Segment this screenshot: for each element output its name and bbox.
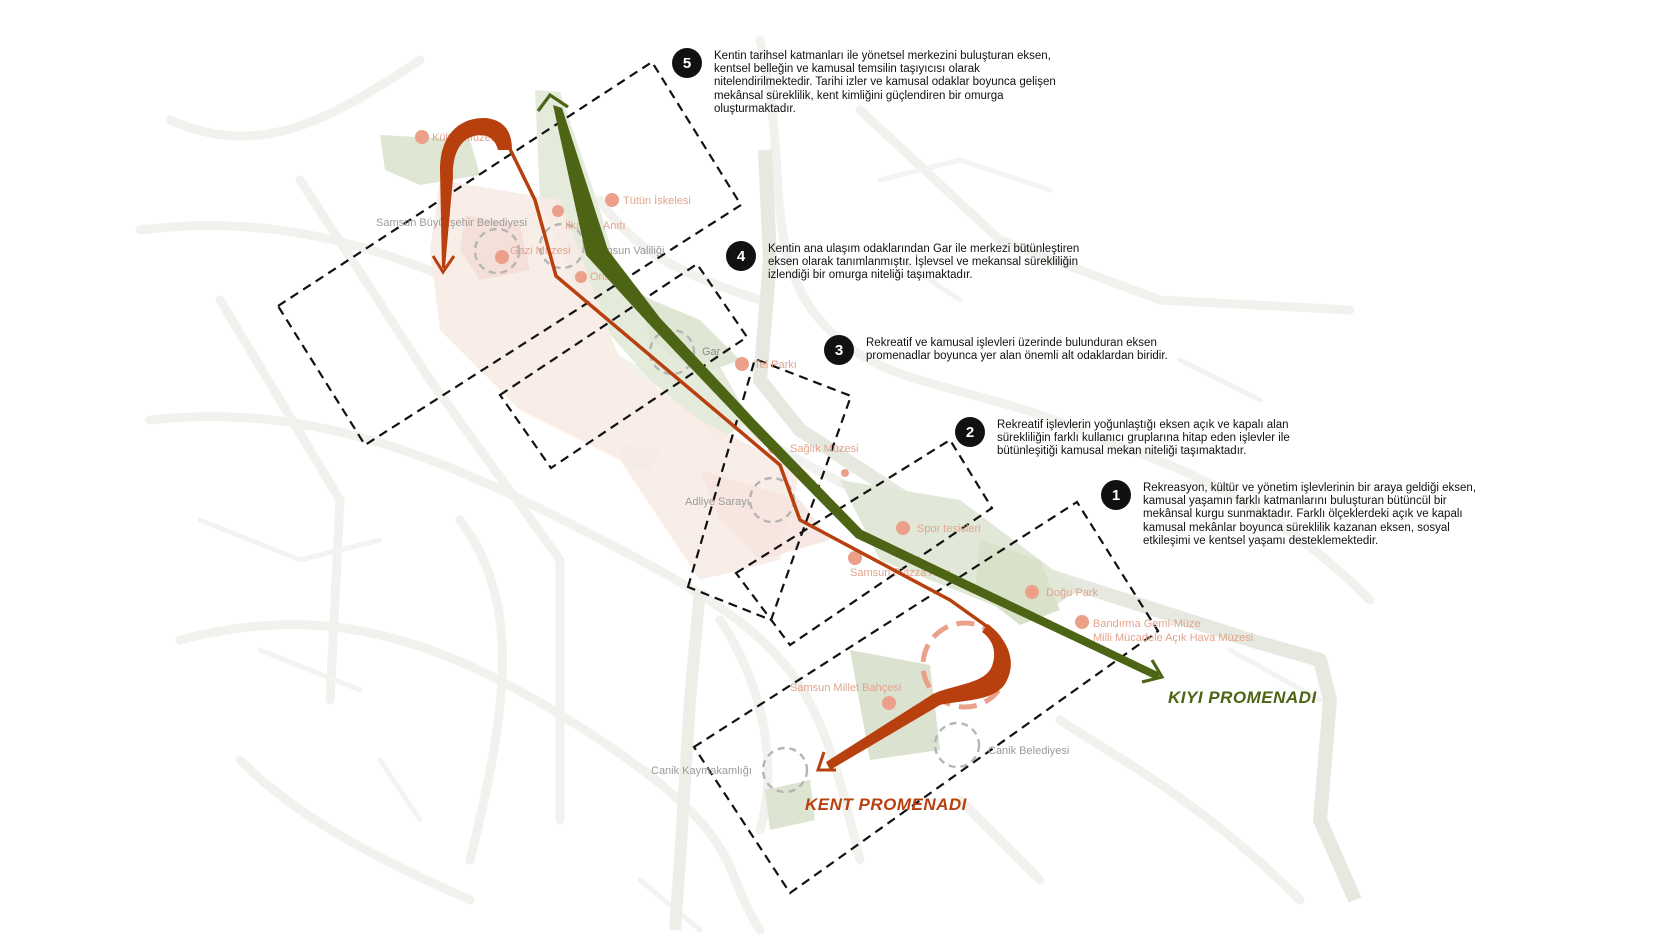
label-spor-tesisleri: Spor tesisleri [917,523,981,535]
note-5: 5 Kentin tarihsel katmanları ile yönetse… [672,48,1072,116]
dot-small [841,469,849,477]
dot-spor-tesisleri [896,521,910,535]
dot-onur [575,271,587,283]
label-millet-bahcesi: Samsun Millet Bahçesi [790,682,901,694]
note-number-badge: 3 [824,335,854,365]
label-dogu-park: Doğu Park [1046,587,1098,599]
kiyi-route-label: KIYI PROMENADI [1168,688,1317,707]
note-text: Kentin tarihsel katmanları ile yönetsel … [714,50,1056,115]
focus-circle-canik-kaymakamligi [761,746,809,794]
note-2: 2 Rekreatif işlevlerin yoğunlaştığı ekse… [955,417,1335,459]
dot-tel-parki [735,357,749,371]
label-gar: Gar [702,346,721,358]
dot-dogu-park [1025,585,1039,599]
dot-samsun-avm [848,551,862,565]
kent-route-label: KENT PROMENADI [805,795,968,814]
frame-axis-3 [686,357,853,622]
label-bandirma: Bandırma Gemi-Müze [1093,618,1201,630]
kent-route-top-arrowhead [431,255,456,275]
focus-circle-gar [648,328,696,376]
label-buyuksehir: Samsun Büyükşehir Belediyesi [376,217,527,229]
street-network-fine [197,157,1323,933]
label-tutun-iskelesi: Tütün İskelesi [623,194,691,207]
focus-circle-canik-belediyesi [933,721,981,769]
focus-circle-gazi [473,227,521,275]
label-tel-parki: Tel Parkı [754,359,797,371]
note-number-badge: 1 [1101,480,1131,510]
frame-axis-1 [692,500,1160,895]
kent-route-lower-band [826,624,1011,770]
note-number-badge: 2 [955,417,985,447]
label-canik-kaymakamligi: Canik Kaymakamlığı [651,765,752,777]
inner-road [669,589,706,931]
label-milli-mucadele: Milli Mücadele Açık Hava Müzesi [1093,632,1253,644]
frame-axis-5 [276,60,743,447]
note-text: Rekreatif işlevlerin yoğunlaştığı eksen … [997,419,1290,458]
coastal-road [753,149,1362,903]
route-kiyi-promenadi: KIYI PROMENADI [536,92,1317,707]
map-labels: Kültür Müzesi Tütün İskelesi Samsun Büyü… [376,132,1253,777]
label-gazi-muzesi: Gazi Müzesi [510,245,571,257]
dot-kultur-muzesi [415,130,429,144]
note-number-badge: 4 [726,241,756,271]
route-kent-promenadi: KENT PROMENADI [431,117,1011,814]
note-text: Rekreasyon, kültür ve yönetim işlevlerin… [1143,482,1477,547]
note-3: 3 Rekreatif ve kamusal işlevleri üzerind… [824,335,1204,365]
label-canik-belediyesi: Canik Belediyesi [988,745,1069,757]
kent-route-end-arrowhead [815,751,836,772]
note-text: Rekreatif ve kamusal işlevleri üzerinde … [866,337,1168,363]
note-number-badge: 5 [672,48,702,78]
dot-gazi-muzesi [495,250,509,264]
kiyi-route-end-arrowhead [1141,659,1165,684]
dot-bandirma [1075,615,1089,629]
dot-ilkadim-aniti [552,205,564,217]
frame-axis-2 [734,438,994,647]
note-text: Kentin ana ulaşım odaklarından Gar ile m… [768,243,1080,282]
frame-axis-4 [498,262,749,470]
kiyi-route-top-arrowhead [536,92,569,112]
analysis-frames [276,60,1160,895]
street-network [135,35,1375,935]
dot-millet-bahcesi [882,696,896,710]
dot-tutun-iskelesi [605,193,619,207]
focus-circle-valilik [538,222,586,270]
label-adliye-sarayi: Adliye Sarayı [685,496,750,508]
note-4: 4 Kentin ana ulaşım odaklarından Gar ile… [726,241,1106,283]
note-1: 1 Rekreasyon, kültür ve yönetim işlevler… [1101,480,1481,548]
label-saglik-muzesi: Sağlık Müzesi [790,443,858,455]
kent-route-top-hook [440,117,512,268]
landmark-dots [415,130,1089,710]
